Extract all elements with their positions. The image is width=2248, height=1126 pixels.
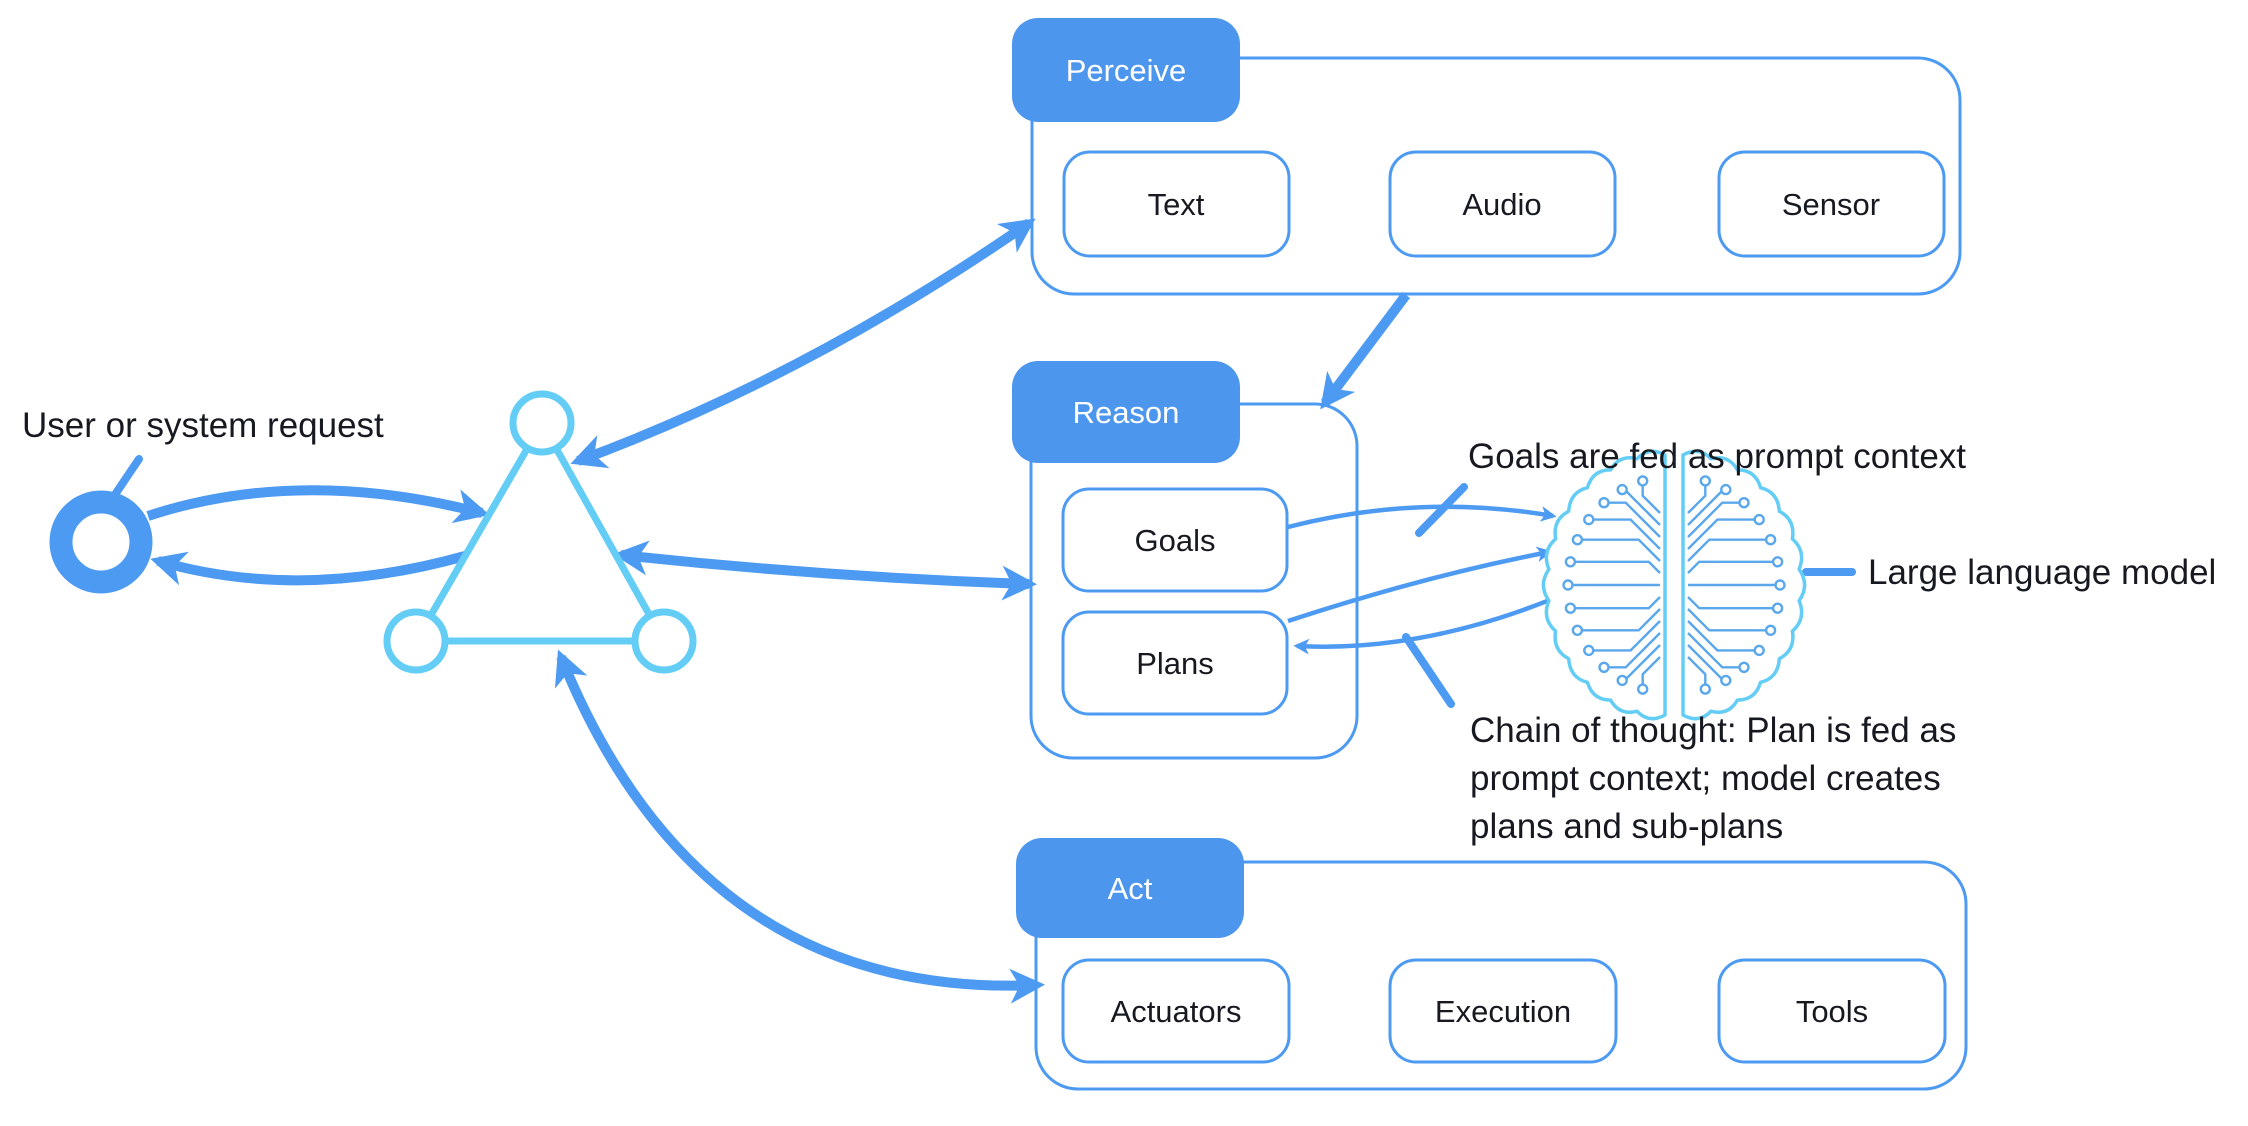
item-label-text: Text [1148, 187, 1205, 222]
brain-circuit-node [1598, 497, 1610, 509]
brain-circuit-node [1738, 661, 1750, 673]
item-label-execution: Execution [1435, 994, 1571, 1029]
brain-circuit-node [1598, 661, 1610, 673]
brain-circuit-node [1564, 602, 1577, 614]
brain-circuit-node [1753, 644, 1765, 657]
brain-circuit-node [1571, 624, 1584, 636]
item-box-audio [1388, 150, 1617, 258]
brain-circuit-node [1571, 534, 1584, 546]
reason-group: Reason Goals Plans [1012, 361, 1359, 760]
brain-circuit-node [1616, 483, 1628, 496]
arrow-plans-to-llm [1287, 546, 1553, 624]
triangle-edge-right [538, 421, 668, 643]
brain-circuit-node [1583, 644, 1595, 657]
arrow-agent-perceive [570, 218, 1036, 469]
brain-circuit-node [1583, 513, 1595, 526]
brain-circuit-trace [1687, 538, 1771, 562]
arrow-goals-to-llm [1287, 504, 1557, 530]
item-label-tools: Tools [1796, 994, 1868, 1029]
arrow-agent-act [554, 649, 1045, 1004]
request-node [49, 455, 153, 594]
cot-note-leader-line [1402, 633, 1455, 708]
brain-circuit-node [1738, 497, 1750, 509]
reason-tab-label: Reason [1073, 395, 1180, 430]
item-box-goals [1061, 487, 1289, 593]
cot-note-line-1: Chain of thought: Plan is fed as [1470, 711, 1956, 750]
item-box-text [1062, 150, 1291, 258]
brain-circuit-node [1764, 534, 1777, 546]
brain-circuit-trace [1687, 518, 1760, 550]
brain-circuit-trace [1588, 518, 1661, 550]
item-label-goals: Goals [1135, 523, 1216, 558]
llm-label: Large language model [1868, 553, 2216, 592]
brain-circuit-node [1699, 683, 1712, 695]
request-leader-line [108, 455, 143, 503]
arrow-agent-to-request [150, 551, 467, 586]
brain-circuit-node [1753, 513, 1765, 526]
brain-circuit-node [1699, 475, 1712, 487]
perceive-tab [1012, 18, 1240, 122]
item-box-tools [1717, 958, 1947, 1064]
brain-circuit-trace [1570, 596, 1661, 610]
item-box-plans [1061, 610, 1289, 716]
act-group: Act Actuators Execution Tools [1016, 838, 1968, 1091]
item-box-actuators [1061, 958, 1291, 1064]
item-box-execution [1388, 958, 1618, 1064]
brain-circuit-node [1720, 483, 1732, 496]
brain-icon [1541, 449, 1807, 721]
brain-circuit-node [1636, 683, 1649, 695]
arrow-agent-reason [613, 540, 1037, 601]
brain-circuit-trace [1577, 608, 1661, 632]
act-tab [1016, 838, 1244, 938]
item-box-sensor [1717, 150, 1946, 258]
agent-triangle-icon [383, 390, 697, 674]
arrow-perceive-to-reason [1320, 292, 1410, 410]
perceive-group: Perceive Text Audio Sensor [1012, 18, 1962, 296]
brain-circuit-node [1720, 674, 1732, 687]
goals-note-leader-line [1415, 483, 1468, 537]
brain-circuit-trace [1687, 560, 1778, 574]
item-label-audio: Audio [1462, 187, 1541, 222]
brain-circuit-trace [1687, 632, 1744, 669]
triangle-node-left [383, 608, 449, 674]
brain-circuit-node [1636, 475, 1649, 487]
brain-circuit-trace [1687, 596, 1778, 610]
brain-circuit-node [1764, 624, 1777, 636]
item-label-sensor: Sensor [1782, 187, 1880, 222]
brain-circuit-trace [1604, 632, 1661, 669]
brain-circuit-node [1771, 556, 1784, 568]
brain-circuit-trace [1577, 538, 1661, 562]
brain-circuit-node [1771, 602, 1784, 614]
brain-circuit-node [1616, 674, 1628, 687]
brain-circuit-trace [1687, 620, 1760, 652]
cot-note-line-2: prompt context; model creates [1470, 759, 1941, 798]
brain-circuit-node [1562, 579, 1574, 591]
brain-circuit-trace [1570, 560, 1661, 574]
cot-note-line-3: plans and sub-plans [1470, 807, 1783, 846]
brain-circuit-trace [1687, 501, 1744, 538]
goals-note-label: Goals are fed as prompt context [1468, 437, 1966, 476]
perceive-tab-label: Perceive [1066, 53, 1187, 88]
brain-circuit-node [1564, 556, 1577, 568]
brain-circuit-trace [1604, 501, 1661, 538]
brain-circuit-trace [1687, 608, 1771, 632]
triangle-node-right [631, 608, 697, 674]
request-circle-icon [49, 490, 153, 594]
request-label: User or system request [22, 406, 384, 445]
brain-circuit-node [1774, 579, 1786, 591]
triangle-node-top [509, 390, 575, 456]
item-label-actuators: Actuators [1111, 994, 1242, 1029]
brain-circuit-trace [1588, 620, 1661, 652]
arrow-request-to-agent [146, 485, 490, 524]
arrow-llm-to-plans [1293, 586, 1577, 655]
act-tab-label: Act [1108, 871, 1153, 906]
triangle-edge-left [412, 421, 546, 643]
item-label-plans: Plans [1136, 646, 1214, 681]
reason-tab [1012, 361, 1240, 463]
